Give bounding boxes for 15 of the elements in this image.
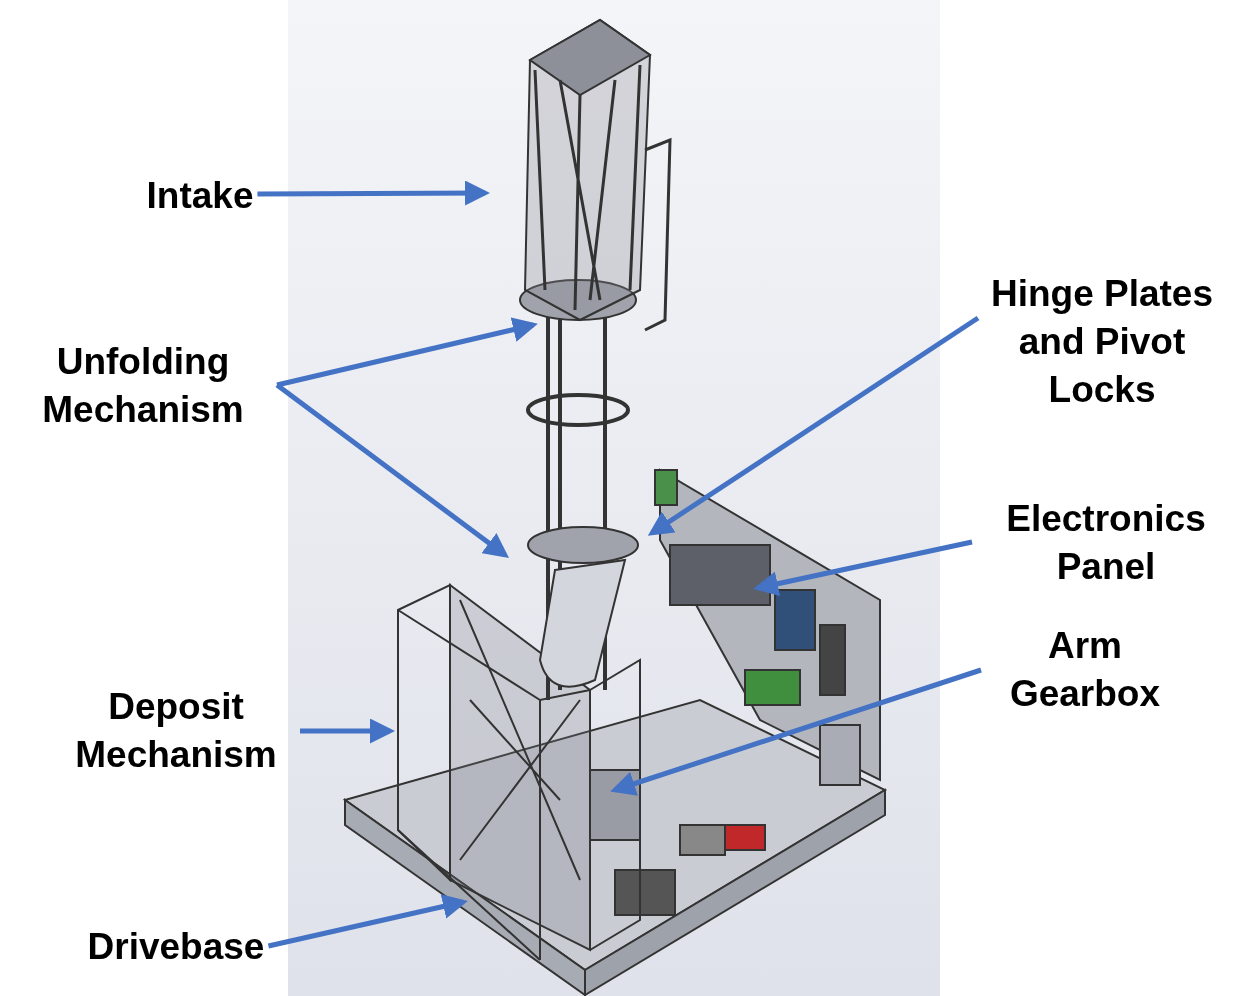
leader-arrow — [753, 539, 973, 596]
leader-arrow — [647, 315, 980, 536]
part-label: Intake — [146, 172, 254, 220]
part-label: Hinge Plates and Pivot Locks — [982, 270, 1222, 414]
leader-arrow — [275, 383, 509, 558]
part-label: Arm Gearbox — [985, 622, 1185, 718]
part-label: Deposit Mechanism — [56, 683, 296, 779]
part-label: Unfolding Mechanism — [13, 338, 273, 434]
leader-arrow — [267, 894, 468, 949]
leader-arrow — [610, 667, 982, 796]
part-label: Drivebase — [87, 923, 265, 971]
leader-arrow — [300, 718, 395, 744]
leader-arrow — [257, 180, 490, 206]
leader-arrow — [276, 317, 538, 388]
part-label: Electronics Panel — [976, 495, 1236, 591]
